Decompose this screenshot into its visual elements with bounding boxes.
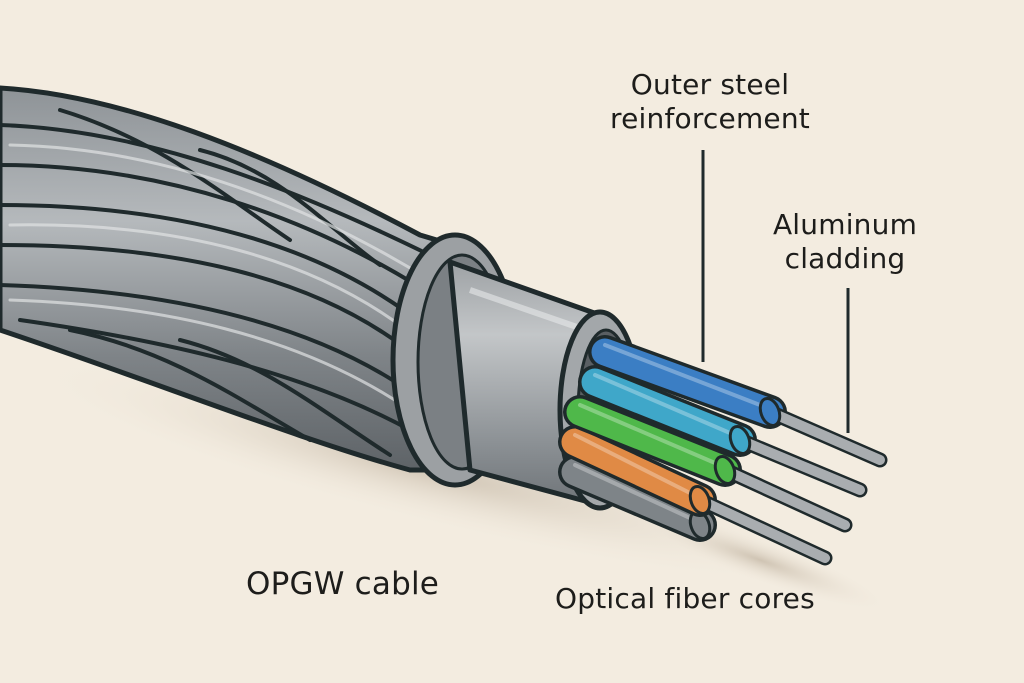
fiber-highlight (578, 403, 717, 465)
fiber-sleeve (561, 458, 714, 539)
fiber-highlight (573, 433, 692, 495)
fiber-rod (765, 407, 885, 465)
fiber-highlight (603, 343, 762, 407)
label-line: cladding (784, 242, 906, 275)
label-line: reinforcement (610, 102, 810, 135)
fiber-rod (695, 495, 830, 563)
fiber-sleeve (566, 398, 739, 484)
fiber-sleeve-end (758, 396, 782, 428)
fiber-core-orange (558, 425, 833, 566)
fiber-sleeve-end (728, 424, 752, 456)
fiber-sleeve-end (713, 454, 737, 486)
label-line: Outer steel (630, 68, 790, 101)
fiber-core-cyan (578, 365, 868, 498)
label-aluminum-cladding: Aluminum cladding (740, 208, 950, 276)
label-opgw-cable: OPGW cable (246, 566, 440, 602)
fiber-sleeve (591, 338, 784, 426)
fiber-rod (735, 435, 865, 495)
fiber-highlight (573, 463, 692, 520)
label-optical-fiber-cores: Optical fiber cores (555, 582, 815, 615)
fiber-rod (720, 465, 850, 530)
label-outer-steel-reinforcement: Outer steel reinforcement (585, 68, 835, 136)
stranded-steel-body (0, 85, 473, 473)
fiber-sleeve-end (688, 484, 712, 516)
fiber-core-green (563, 395, 853, 533)
fiber-highlight (593, 373, 732, 435)
fiber-sleeve (581, 368, 754, 454)
fiber-sleeve (561, 428, 714, 514)
fiber-core-blue (588, 335, 888, 468)
fiber-core-bundle (558, 335, 888, 566)
label-line: Aluminum (772, 208, 918, 241)
fiber-core-grey (558, 455, 717, 542)
